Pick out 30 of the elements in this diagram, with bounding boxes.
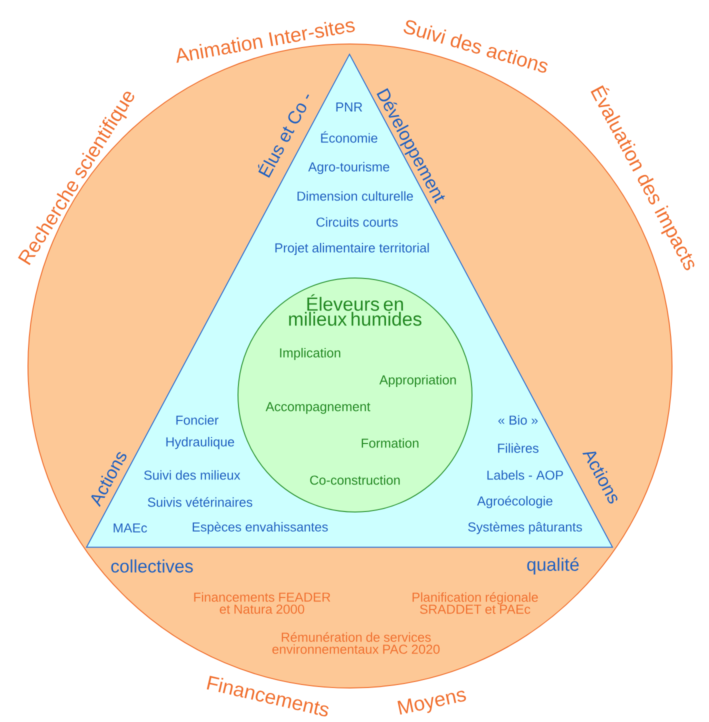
node-text: Formation	[362, 438, 418, 448]
node-text: Espèces envahissantes	[192, 522, 328, 534]
node-text: Hydraulique	[166, 436, 234, 450]
side-label: collectives	[111, 559, 193, 573]
node-text: MAEc	[114, 523, 147, 533]
node-text: Filières	[498, 443, 538, 453]
node-text: Appropriation	[379, 374, 456, 388]
node-text: Circuits courts	[316, 217, 398, 227]
node-text: Économie	[321, 131, 378, 143]
node-text: Suivi des milieux	[144, 470, 240, 480]
node-text: Systèmes pâturants	[468, 522, 582, 534]
arc-label: Moyens	[398, 690, 466, 715]
node-text: Implication	[280, 348, 340, 360]
node-text: Labels - AOP	[487, 470, 563, 480]
node-text: Rémunération de services environnementaux PAC 2020	[272, 632, 440, 654]
node-text: Co-construction	[310, 475, 400, 485]
node-text: Accompagnement	[266, 402, 370, 414]
arc-label: Suivi des actions	[404, 20, 548, 73]
node-text: Agroécologie	[477, 496, 552, 508]
node-text: Suivis vétérinaires	[148, 497, 252, 507]
side-label: Élus et Co -	[258, 94, 310, 178]
node-text: Foncier	[176, 415, 218, 425]
node-text: « Bio »	[498, 415, 538, 425]
node-text: Projet alimentaire territorial	[275, 242, 429, 256]
node-text: Planification régionale SRADDET et PAEc	[412, 592, 538, 614]
node-text: PNR	[336, 102, 362, 112]
arc-label: Animation Inter-sites	[176, 21, 355, 63]
node-text: Éleveurs en milieux humides	[289, 294, 422, 326]
side-label: qualité	[527, 558, 579, 574]
node-text: Financements FEADER et Natura 2000	[194, 592, 330, 614]
